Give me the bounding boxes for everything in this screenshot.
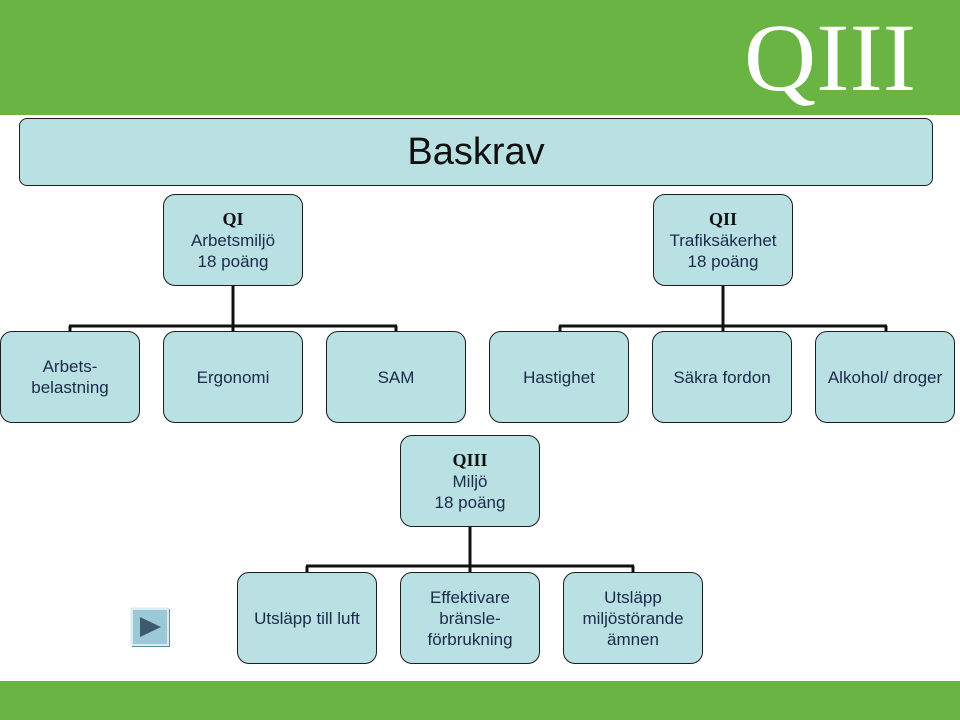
group-name: Miljö bbox=[452, 471, 488, 491]
sub-item-hastighet: Hastighet bbox=[489, 331, 629, 423]
group-name: Arbetsmiljö bbox=[190, 230, 276, 250]
bottom-green-band bbox=[0, 681, 960, 720]
group-box-qii: QII Trafiksäkerhet 18 poäng bbox=[653, 194, 793, 286]
sub-item-label: Arbets- belastning bbox=[31, 357, 109, 397]
group-name: Trafiksäkerhet bbox=[669, 230, 777, 250]
group-points: 18 poäng bbox=[434, 492, 506, 512]
sub-item-utslapp-miljostorande: Utsläpp miljöstörande ämnen bbox=[563, 572, 703, 664]
sub-item-label: Effektivare bränsle- förbrukning bbox=[427, 587, 513, 649]
sub-item-utslapp-luft: Utsläpp till luft bbox=[237, 572, 377, 664]
sub-item-label: Säkra fordon bbox=[673, 367, 771, 387]
page-title: Baskrav bbox=[19, 118, 933, 186]
sub-item-sam: SAM bbox=[326, 331, 466, 423]
sub-item-label: Alkohol/ droger bbox=[827, 367, 943, 387]
qiii-logo-text: QIII bbox=[744, 6, 916, 106]
sub-item-label: Ergonomi bbox=[196, 367, 270, 387]
sub-item-alkohol-droger: Alkohol/ droger bbox=[815, 331, 955, 423]
sub-item-label: Utsläpp miljöstörande ämnen bbox=[582, 587, 684, 649]
group-code: QI bbox=[222, 208, 244, 229]
next-slide-button[interactable] bbox=[131, 608, 169, 646]
group-points: 18 poäng bbox=[197, 251, 269, 271]
group-box-qi: QI Arbetsmiljö 18 poäng bbox=[163, 194, 303, 286]
sub-item-ergonomi: Ergonomi bbox=[163, 331, 303, 423]
sub-item-arbetsbelastning: Arbets- belastning bbox=[0, 331, 140, 423]
qiii-logo: QIII bbox=[744, 6, 916, 106]
sub-item-label: SAM bbox=[377, 367, 415, 387]
group-points: 18 poäng bbox=[687, 251, 759, 271]
top-green-band bbox=[0, 0, 960, 115]
sub-item-sakra-fordon: Säkra fordon bbox=[652, 331, 792, 423]
group-code: QII bbox=[708, 208, 737, 229]
sub-item-label: Utsläpp till luft bbox=[254, 608, 360, 628]
play-triangle-icon bbox=[140, 617, 161, 637]
group-box-qiii: QIII Miljö 18 poäng bbox=[400, 435, 540, 527]
sub-item-label: Hastighet bbox=[523, 367, 595, 387]
sub-item-effektivare-bransle: Effektivare bränsle- förbrukning bbox=[400, 572, 540, 664]
group-code: QIII bbox=[452, 449, 488, 470]
